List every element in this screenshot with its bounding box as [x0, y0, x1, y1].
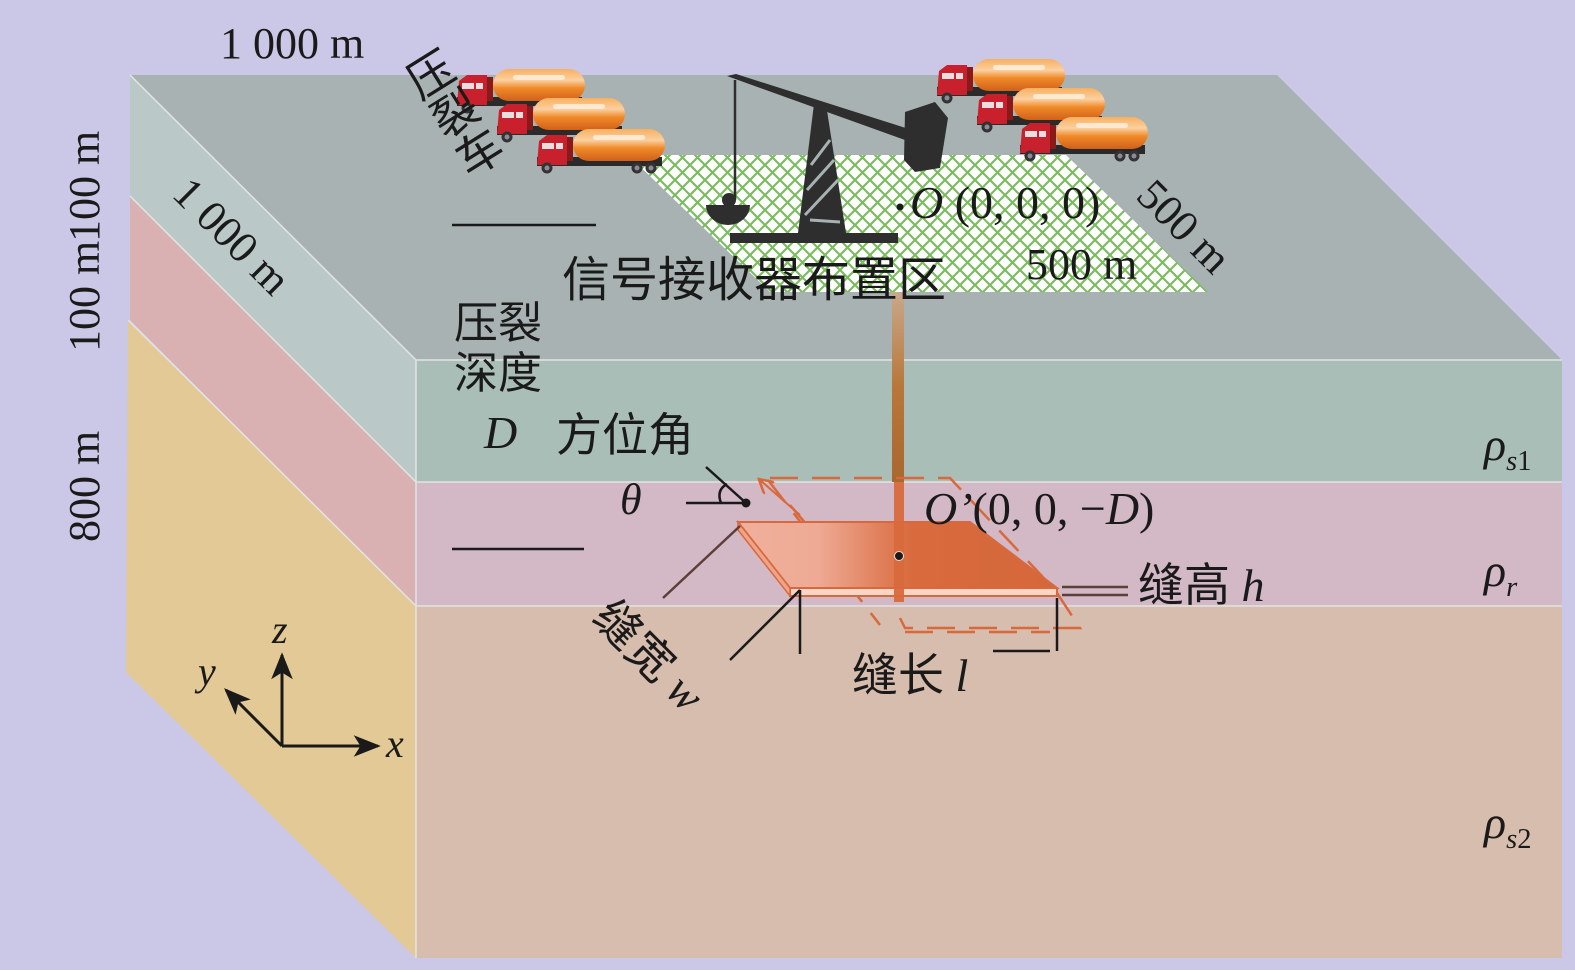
y-axis-label: y — [198, 649, 216, 694]
receiver-area — [628, 155, 1208, 292]
top-width-label: 1 000 m — [220, 19, 365, 68]
rho-symbol: ρ — [1484, 419, 1507, 470]
layer2-resistivity: ρr — [1484, 545, 1517, 602]
block-edges — [127, 74, 1562, 958]
rho-subscript-num: 1 — [1517, 445, 1532, 477]
fracture-dimension-lines — [662, 525, 1128, 661]
receiver-width-label: 500 m — [1026, 240, 1138, 289]
frac-height-label: 缝高 h — [1138, 562, 1265, 609]
left-face-layer2 — [130, 196, 416, 606]
well-pipe — [892, 292, 904, 482]
frac-depth-label-line1: 压裂 — [454, 298, 542, 349]
rotation-arrow — [760, 480, 801, 516]
layer2-thickness-label: 100 m — [60, 240, 109, 352]
rho-symbol: ρ — [1484, 797, 1507, 848]
layer1-thickness-label: 100 m — [60, 130, 109, 242]
front-layer1 — [416, 360, 1562, 482]
layer3-thickness-label: 800 m — [60, 430, 109, 542]
left-face-layer1 — [130, 75, 416, 482]
pump-jack-icon — [706, 74, 948, 243]
frac-length-symbol: l — [955, 650, 969, 701]
axis-triad — [224, 652, 381, 757]
rho-symbol: ρ — [1484, 545, 1507, 596]
fracture-center-close: ) — [1139, 483, 1155, 534]
frac-height-symbol: h — [1241, 560, 1265, 611]
origin-label: O (0, 0, 0) — [910, 180, 1100, 226]
fracture-center-coords: (0, 0, − — [972, 483, 1106, 534]
frac-height-text: 缝高 — [1138, 558, 1230, 612]
layer1-resistivity: ρs1 — [1484, 419, 1531, 476]
rho-subscript: r — [1506, 571, 1518, 603]
frac-length-label: 缝长 l — [852, 652, 968, 699]
x-axis-label: x — [386, 721, 404, 766]
z-axis-label: z — [272, 607, 288, 652]
front-layer3 — [416, 606, 1562, 958]
azimuth-vertex — [741, 498, 751, 508]
origin-coords: (0, 0, 0) — [954, 177, 1101, 228]
fracture-center-depth: D — [1105, 483, 1140, 534]
left-face-layer3 — [126, 320, 416, 958]
y-axis-arrow — [224, 688, 284, 748]
fracture-center-point — [894, 551, 904, 561]
origin-point — [896, 203, 904, 211]
azimuth-label: 方位角 — [556, 408, 694, 462]
fracture-center-symbol: O’ — [924, 483, 973, 534]
fracture-center-label: O’(0, 0, −D) — [924, 486, 1154, 532]
rho-subscript: s — [1506, 823, 1518, 855]
azimuth-symbol: θ — [620, 475, 642, 524]
rho-subscript-num: 2 — [1517, 823, 1532, 855]
frac-depth-label-line2: 深度 — [454, 348, 542, 399]
receiver-area-label: 信号接收器布置区 — [562, 252, 947, 308]
frac-depth-symbol: D — [484, 407, 518, 458]
layer3-resistivity: ρs2 — [1484, 797, 1531, 854]
origin-symbol: O — [910, 177, 944, 228]
azimuth-angle-mark — [686, 466, 747, 505]
frac-length-text: 缝长 — [852, 648, 944, 702]
rho-subscript: s — [1506, 445, 1518, 477]
